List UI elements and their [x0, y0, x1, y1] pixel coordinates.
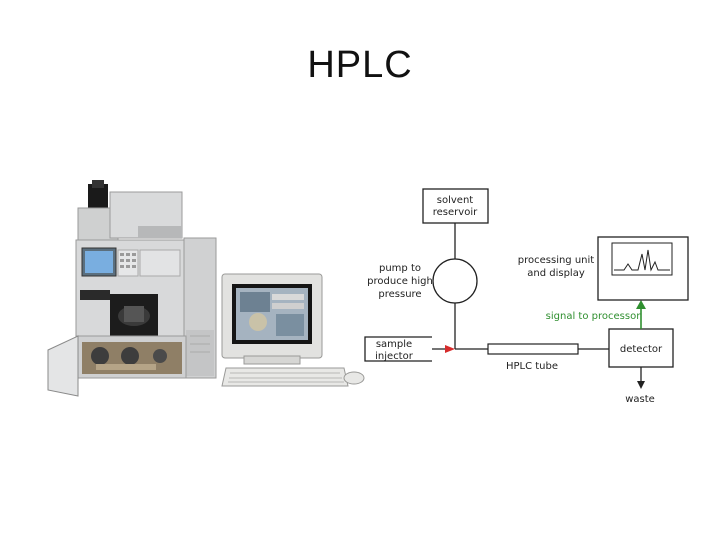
- chromatogram-trace: [614, 249, 670, 272]
- pump-label-line3: pressure: [378, 289, 421, 300]
- sample-injector-box: [364, 336, 432, 362]
- solvent-reservoir-label-line1: solvent: [437, 195, 474, 206]
- sample-injector-label-line1: sample: [376, 339, 412, 350]
- waste-label: waste: [625, 394, 655, 405]
- detector-label: detector: [620, 344, 663, 355]
- waste-arrowhead: [637, 381, 645, 389]
- signal-label: signal to processor: [546, 311, 642, 322]
- hplc-schematic: solvent reservoir pump to produce high p…: [364, 188, 689, 405]
- injection-arrowhead: [445, 345, 455, 353]
- pump-label-line1: pump to: [379, 263, 421, 274]
- solvent-reservoir-box: [422, 188, 489, 224]
- slide-title: HPLC: [307, 44, 413, 86]
- signal-arrowhead: [636, 300, 646, 309]
- processing-unit-label-line1: processing unit: [518, 255, 595, 266]
- pump-label-line2: produce high: [367, 276, 433, 287]
- hplc-tube: [487, 343, 579, 355]
- processing-unit-label-line2: and display: [527, 268, 585, 279]
- hplc-instrument-photo: [47, 180, 365, 397]
- detector-box: [608, 328, 674, 368]
- solvent-reservoir-label-line2: reservoir: [433, 207, 478, 218]
- hplc-tube-label: HPLC tube: [506, 361, 558, 372]
- pump-circle: [432, 258, 478, 304]
- sample-injector-label-line2: injector: [375, 351, 414, 362]
